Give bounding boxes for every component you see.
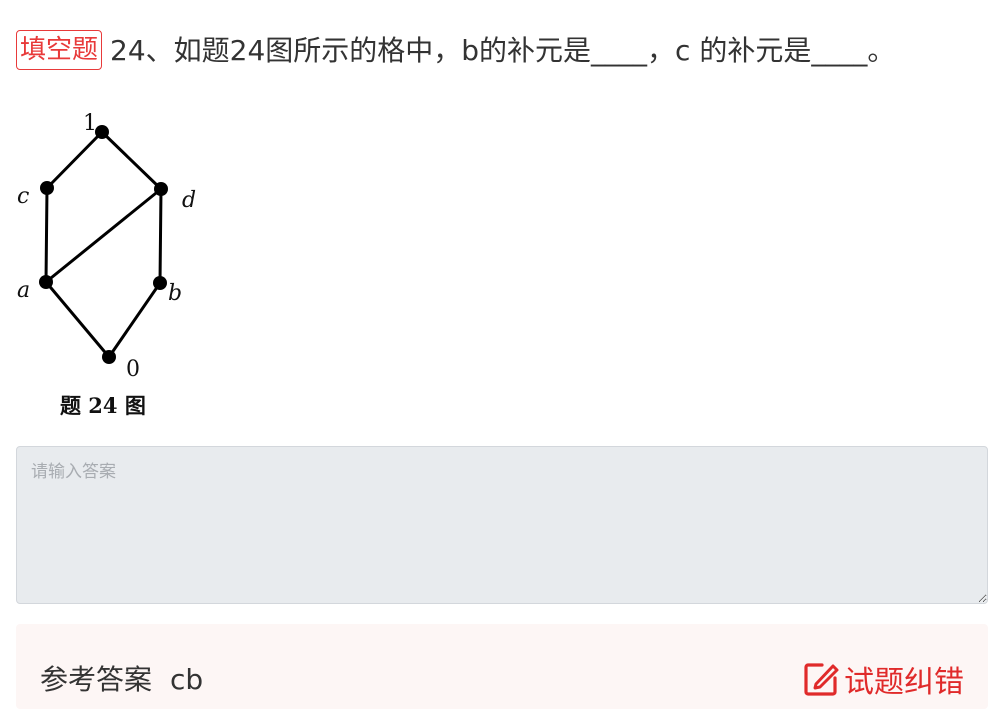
node-d [154, 182, 168, 196]
node-c [40, 181, 54, 195]
lattice-diagram: 1 c d a b 0 题 24 图 [17, 111, 196, 418]
reference-answer: 参考答案 cb [40, 660, 203, 700]
label-b: b [168, 281, 182, 306]
edge-top-c [45, 130, 104, 190]
lattice-figure: 1 c d a b 0 题 24 图 [12, 108, 212, 423]
edge-top-d [100, 130, 163, 191]
edge-d-b [158, 187, 163, 285]
node-b [153, 276, 167, 290]
label-c: c [17, 184, 29, 209]
question-type-badge: 填空题 [16, 30, 103, 70]
node-top [95, 125, 109, 139]
report-error-button[interactable]: 试题纠错 [802, 658, 964, 700]
answer-input[interactable] [16, 446, 988, 604]
reference-answer-label: 参考答案 [40, 663, 153, 696]
figure-caption: 题 24 图 [60, 393, 146, 418]
edge-b-bottom [107, 281, 162, 359]
edit-icon [804, 663, 839, 696]
edge-c-a [44, 186, 49, 284]
edge-d-a [44, 187, 163, 284]
node-a [39, 275, 53, 289]
question-text: 24、如题24图所示的格中，b的补元是____，c 的补元是____。 [110, 34, 896, 67]
label-a: a [17, 278, 30, 303]
report-error-label: 试题纠错 [844, 665, 964, 700]
reference-answer-value: cb [170, 663, 204, 696]
label-d: d [182, 188, 196, 213]
node-bottom [102, 350, 116, 364]
edge-a-bottom [44, 280, 111, 359]
reference-answer-panel: 参考答案 cb 试题纠错 [16, 624, 988, 709]
label-top: 1 [83, 111, 97, 136]
label-bottom: 0 [126, 357, 140, 382]
